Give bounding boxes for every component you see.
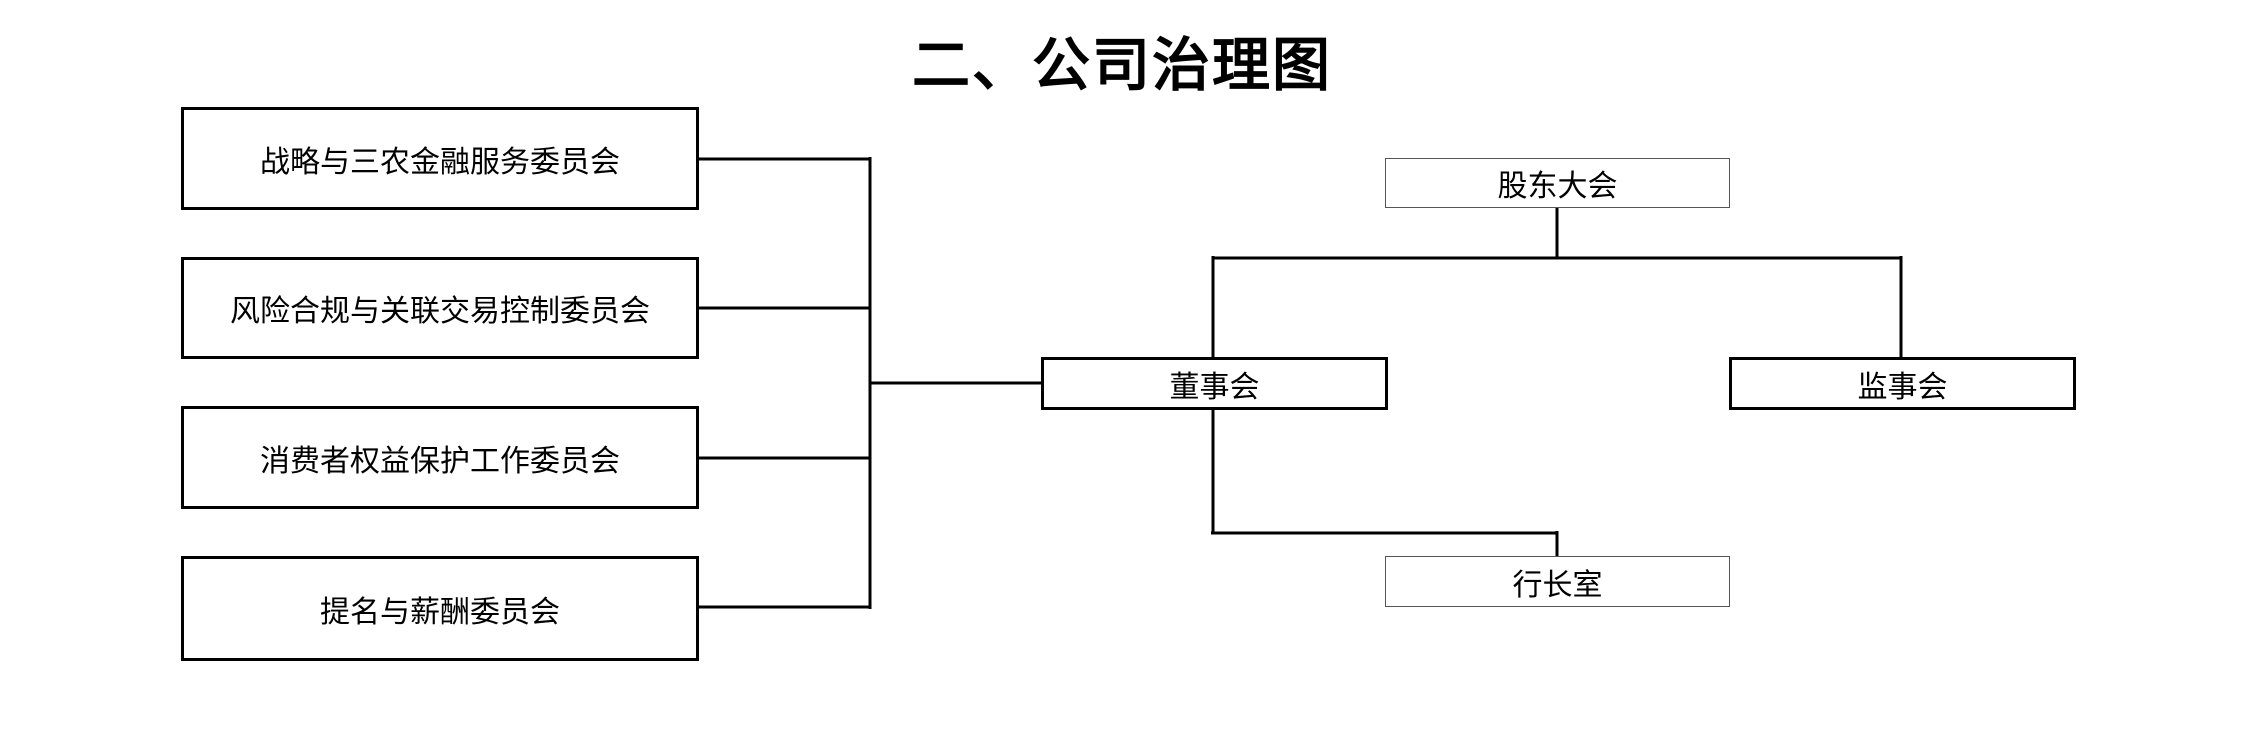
committee-label: 风险合规与关联交易控制委员会 — [230, 294, 650, 329]
node-label: 董事会 — [1169, 369, 1260, 405]
committee-label: 战略与三农金融服务委员会 — [260, 144, 620, 180]
committee-box-risk: 风险合规与关联交易控制委员会 — [181, 257, 699, 359]
node-label: 行长室 — [1512, 567, 1603, 603]
node-label: 股东大会 — [1497, 169, 1618, 204]
committee-box-consumer: 消费者权益保护工作委员会 — [181, 406, 699, 509]
page-title: 二、公司治理图 — [911, 31, 1332, 99]
node-shareholders: 股东大会 — [1385, 158, 1730, 208]
node-supervisors: 监事会 — [1729, 357, 2076, 410]
committee-label: 提名与薪酬委员会 — [320, 594, 560, 630]
committee-box-strategy: 战略与三农金融服务委员会 — [181, 107, 699, 210]
node-president-office: 行长室 — [1385, 556, 1730, 607]
committee-box-nomination: 提名与薪酬委员会 — [181, 556, 699, 661]
node-board: 董事会 — [1041, 357, 1388, 410]
committee-label: 消费者权益保护工作委员会 — [260, 443, 620, 479]
node-label: 监事会 — [1857, 369, 1948, 405]
